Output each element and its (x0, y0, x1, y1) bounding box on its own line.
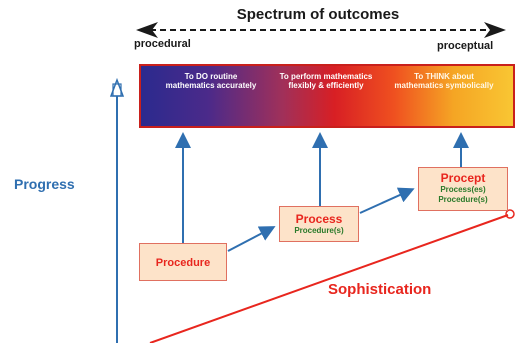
spectrum-arrow (136, 22, 506, 38)
stage-procedure: Procedure (139, 243, 227, 281)
spectrum-right-label: proceptual (437, 40, 494, 52)
stage-process-title: Process (295, 212, 343, 226)
outcome-spectrum-bar: To DO routine mathematics accurately To … (139, 64, 515, 128)
outcome-think-symbolically: To THINK about mathematics symbolically (394, 72, 494, 90)
progress-axis-label: Progress (14, 176, 75, 192)
arrow-procedure-to-process (227, 226, 276, 252)
diagram-title: Spectrum of outcomes (236, 6, 400, 23)
progress-axis (109, 77, 125, 343)
stage-procedure-title: Procedure (155, 257, 211, 269)
arrow-process-to-procept (359, 187, 415, 214)
stage-procept-sub-1: Process(es) (440, 185, 486, 194)
stage-procept: Procept Process(es) Procedure(s) (418, 167, 508, 211)
stage-procept-title: Procept (440, 171, 486, 185)
outcome-perform-flexibly: To perform mathematics flexibly & effici… (279, 72, 373, 90)
outcome-do-routine: To DO routine mathematics accurately (165, 72, 257, 90)
stage-process: Process Procedure(s) (279, 206, 359, 242)
sophistication-axis-label: Sophistication (328, 281, 432, 298)
sophistication-axis (149, 209, 515, 343)
stage-procept-sub-2: Procedure(s) (438, 195, 488, 204)
spectrum-left-label: procedural (134, 38, 191, 50)
stage-process-sub: Procedure(s) (294, 226, 344, 235)
